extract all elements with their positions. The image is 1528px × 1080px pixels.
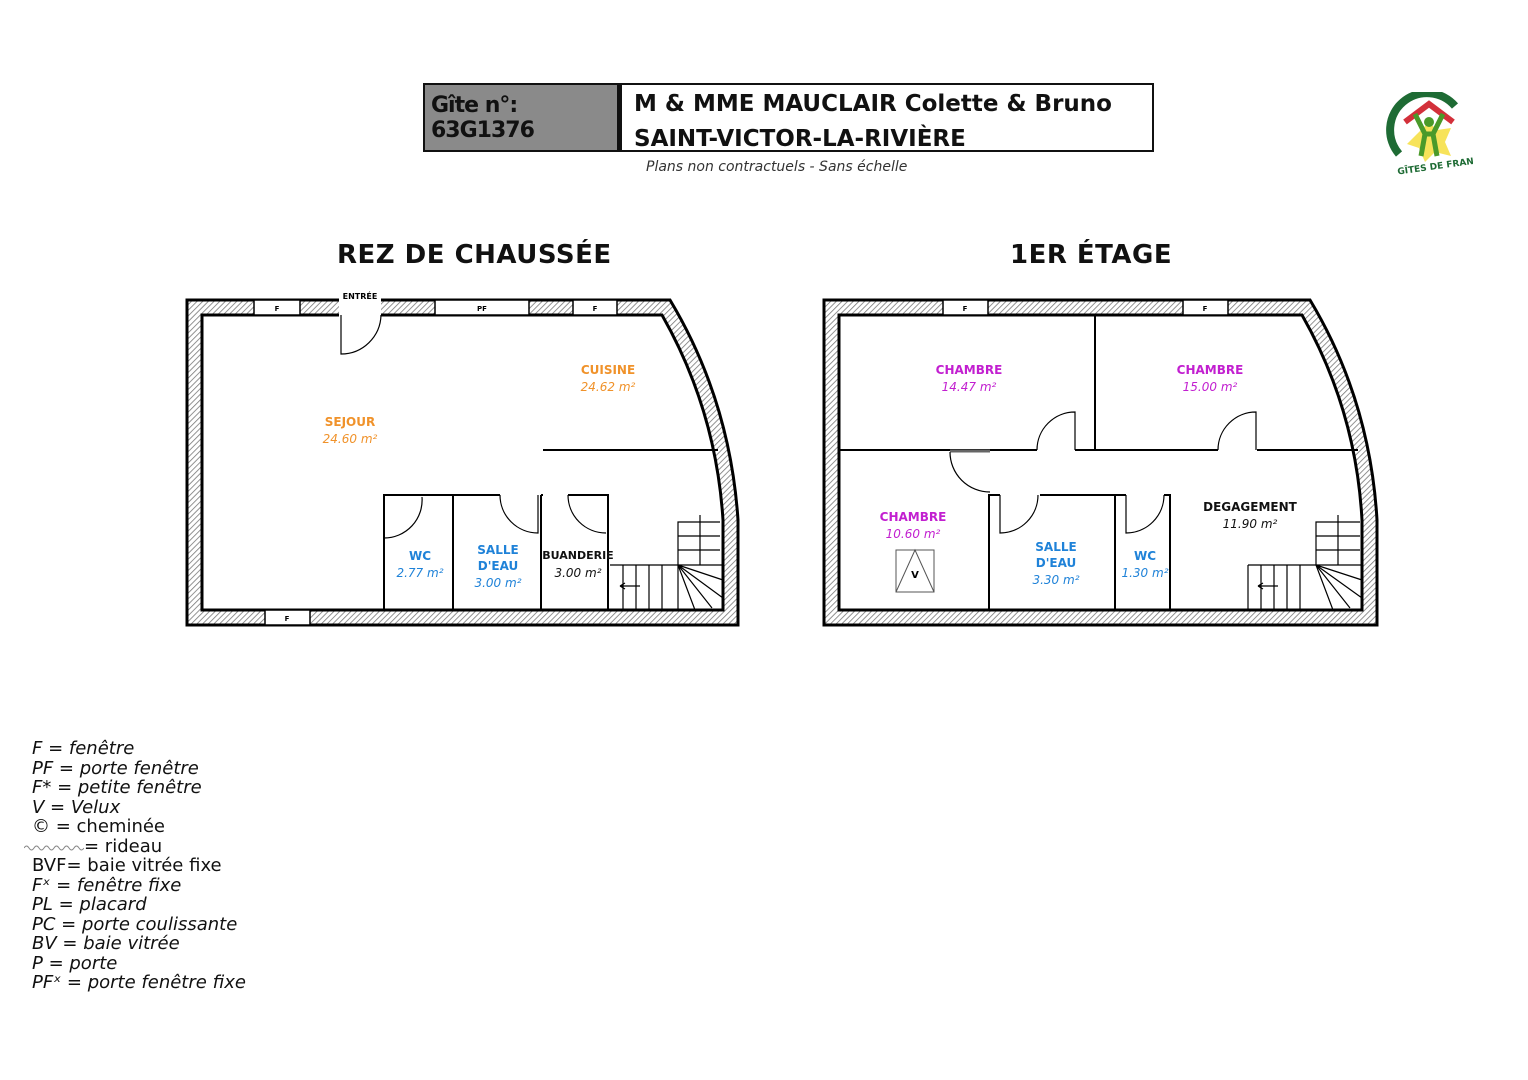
room-chambre-area: 10.60 m² <box>886 527 941 541</box>
room-salle-eau-name: SALLE <box>477 543 518 557</box>
window-label: F <box>1203 305 1208 313</box>
staircase <box>610 515 724 611</box>
gite-number: Gîte n°: 63G1376 <box>431 92 535 143</box>
velux-label: V <box>911 570 919 581</box>
legend-item: © = cheminée <box>32 816 165 837</box>
legend-item: BV = baie vitrée <box>32 933 180 954</box>
room-degagement-name: DEGAGEMENT <box>1203 500 1298 514</box>
legend-item: PL = placard <box>32 894 147 915</box>
legend-item-curtain: = rideau <box>23 835 246 857</box>
legend-item: F* = petite fenêtre <box>32 777 202 798</box>
room-chambre-name: CHAMBRE <box>936 363 1003 377</box>
legend: F = fenêtre PF = porte fenêtre F* = peti… <box>23 738 246 993</box>
windows <box>253 298 618 626</box>
room-buanderie-name: BUANDERIE <box>542 549 613 562</box>
room-cuisine-area: 24.62 m² <box>581 380 636 394</box>
room-chambre-name: CHAMBRE <box>1177 363 1244 377</box>
ground-floor-plan <box>185 298 740 627</box>
interior-partitions <box>839 315 1358 610</box>
first-floor-title: 1ER ÉTAGE <box>1010 240 1173 270</box>
room-degagement-area: 11.90 m² <box>1223 517 1278 531</box>
room-wc-area: 2.77 m² <box>396 566 443 580</box>
room-cuisine-name: CUISINE <box>581 363 635 377</box>
room-wc-area: 1.30 m² <box>1121 566 1168 580</box>
owner-name: M & MME MAUCLAIR Colette & Bruno <box>634 91 1112 117</box>
gites-de-france-logo: GÎTES DE FRANCE <box>1386 92 1473 177</box>
room-sejour-area: 24.60 m² <box>323 432 378 446</box>
staircase <box>1247 515 1363 611</box>
curtain-wave-icon <box>23 845 85 850</box>
velux-window <box>895 548 935 593</box>
window-label: F <box>963 305 968 313</box>
room-salle-eau-name: D'EAU <box>1036 556 1077 570</box>
room-salle-eau-area: 3.30 m² <box>1032 573 1079 587</box>
entry-label: ENTRÉE <box>343 290 378 301</box>
doors <box>949 411 1257 534</box>
gite-number-box: Gîte n°: 63G1376 <box>423 83 619 152</box>
interior-floor <box>837 313 1364 612</box>
legend-item: Fˣ = fenêtre fixe <box>32 874 182 896</box>
room-sejour-name: SEJOUR <box>325 415 376 429</box>
room-chambre-area: 14.47 m² <box>942 380 997 394</box>
plan-disclaimer: Plans non contractuels - Sans échelle <box>646 159 908 175</box>
first-floor-plan <box>822 298 1379 627</box>
window-label: F <box>275 305 280 313</box>
owner-box: M & MME MAUCLAIR Colette & Bruno SAINT-V… <box>619 83 1154 152</box>
location: SAINT-VICTOR-LA-RIVIÈRE <box>634 126 966 152</box>
legend-item: PC = porte coulissante <box>32 913 238 935</box>
room-salle-eau-name: SALLE <box>1035 540 1076 554</box>
legend-item: F = fenêtre <box>32 738 135 759</box>
window-label: F <box>593 305 598 313</box>
room-chambre-name: CHAMBRE <box>880 510 947 524</box>
room-salle-eau-name: D'EAU <box>478 559 519 573</box>
interior-partitions <box>383 494 609 610</box>
interior-floor <box>200 313 725 612</box>
legend-item: PF = porte fenêtre <box>32 757 199 779</box>
legend-item: PFˣ = porte fenêtre fixe <box>32 972 246 993</box>
room-buanderie-area: 3.00 m² <box>554 566 601 580</box>
legend-item: V = Velux <box>32 796 121 818</box>
entry-door <box>340 314 382 355</box>
room-wc-name: WC <box>1134 549 1156 563</box>
legend-item: P = porte <box>32 952 118 974</box>
window-label: F <box>285 615 290 623</box>
legend-item: = rideau <box>84 835 163 857</box>
room-wc-name: WC <box>409 549 431 563</box>
room-chambre-area: 15.00 m² <box>1183 380 1238 394</box>
room-salle-eau-area: 3.00 m² <box>474 576 521 590</box>
ground-floor-title: REZ DE CHAUSSÉE <box>337 240 612 270</box>
french-window-label: PF <box>477 305 487 313</box>
legend-item: BVF= baie vitrée fixe <box>32 855 222 876</box>
